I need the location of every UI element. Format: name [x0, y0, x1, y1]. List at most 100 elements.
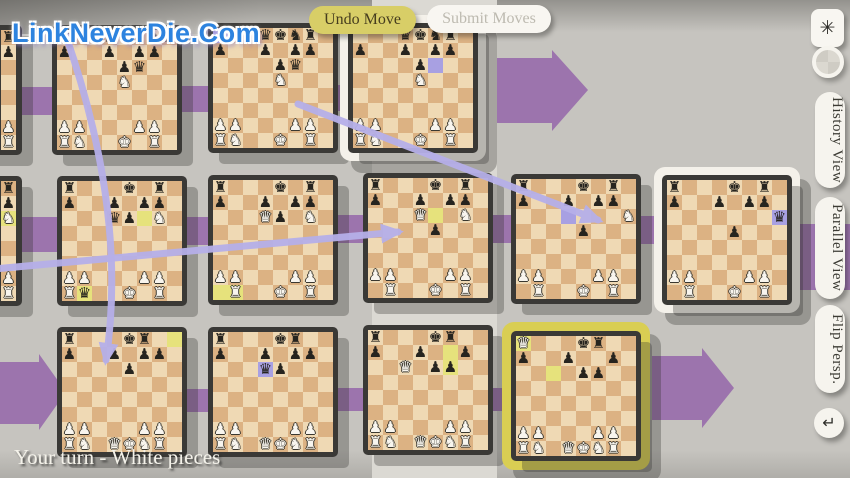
square-h4-r1-b3[interactable] [458, 88, 473, 103]
square-g7-r2-b1[interactable] [152, 196, 167, 211]
square-h5-r2-b3[interactable] [473, 223, 488, 238]
square-d5-r3-b4[interactable] [561, 381, 576, 396]
square-c5-r2-b4[interactable] [546, 224, 561, 239]
square-h6-r2-b5[interactable] [772, 210, 787, 225]
white-piece-R-a1-r1-b1[interactable]: ♜ [57, 133, 72, 151]
square-h7-r3-b1[interactable] [167, 347, 182, 362]
square-d4-r3-b1[interactable] [107, 392, 122, 407]
square-b4-r2-b4[interactable] [531, 239, 546, 254]
square-h7-r3-b2[interactable] [318, 347, 333, 362]
square-f1-r3-b2[interactable] [288, 437, 303, 452]
black-piece-P-d7-r3-b4[interactable]: ♟ [561, 349, 576, 367]
square-c8-r3-b4[interactable] [546, 336, 561, 351]
asterisk-menu-button[interactable]: ✳ [811, 9, 844, 47]
square-b6-r1-b3[interactable] [368, 58, 383, 73]
square-f3-r3-b1[interactable] [137, 407, 152, 422]
square-g3-r1-b1[interactable] [147, 105, 162, 120]
black-piece-R-f8-r3-b4[interactable]: ♜ [591, 334, 606, 352]
square-c8-r3-b2[interactable] [243, 332, 258, 347]
square-g5-r2-b2[interactable] [303, 225, 318, 240]
square-g7-r3-b4[interactable] [606, 351, 621, 366]
white-piece-N-b1-r1-b2[interactable]: ♞ [228, 131, 243, 149]
square-e3-r2-b3[interactable] [428, 253, 443, 268]
square-b1-r2-b4[interactable] [531, 284, 546, 299]
square-e5-r3-b4[interactable] [576, 381, 591, 396]
black-piece-P-a7-r3-b3[interactable]: ♟ [368, 343, 383, 361]
square-d6-r1-b3[interactable] [398, 58, 413, 73]
square-a2-r3-b3[interactable] [368, 420, 383, 435]
black-piece-R-r2-edge[interactable]: ♜ [1, 179, 16, 197]
square-e8-r3-b4[interactable] [576, 336, 591, 351]
square-c7-r2-b2[interactable] [243, 195, 258, 210]
square-e4-r2-b3[interactable] [428, 238, 443, 253]
square-b1-r3-b3[interactable] [383, 435, 398, 450]
square-d4-r2-b1[interactable] [107, 241, 122, 256]
square-e3-r2-b2[interactable] [273, 255, 288, 270]
square-h2-r3-b3[interactable] [473, 420, 488, 435]
square-b6-r1-b1[interactable] [72, 60, 87, 75]
square-e6-r1-b3[interactable] [413, 58, 428, 73]
square-h1-r2-b3[interactable] [473, 283, 488, 298]
square-h7-r3-b3[interactable] [473, 345, 488, 360]
square-c7-r2-b3[interactable] [398, 193, 413, 208]
square-g6-r3-b2[interactable] [303, 362, 318, 377]
black-piece-P-a7-r1-b2[interactable]: ♟ [213, 41, 228, 59]
square-a6-r2-b4[interactable] [516, 209, 531, 224]
white-piece-P-b2-r3-b3[interactable]: ♟ [383, 418, 398, 436]
square-g6-r3-b1[interactable] [152, 362, 167, 377]
square-g4-r2-b1[interactable] [152, 241, 167, 256]
square-c5-r1-b2[interactable] [243, 73, 258, 88]
square-f5-r2-b5[interactable] [742, 225, 757, 240]
square-a3-r3-b4[interactable] [516, 411, 531, 426]
square-b4-r3-b1[interactable] [77, 392, 92, 407]
square-a6-r3-b2[interactable] [213, 362, 228, 377]
square-a6-r1-b1[interactable] [57, 60, 72, 75]
square-b3-r3-b2[interactable] [228, 407, 243, 422]
square-c6-r2-b5[interactable] [697, 210, 712, 225]
square-a8-r1-b2[interactable] [213, 28, 228, 43]
square-f4-r2-b1[interactable] [137, 241, 152, 256]
square-a3-r3-b2[interactable] [213, 407, 228, 422]
black-piece-P-g7-r3-b3[interactable]: ♟ [458, 343, 473, 361]
white-piece-N-b1-r3-b2[interactable]: ♞ [228, 435, 243, 453]
square-c1-r2-b1[interactable] [92, 286, 107, 301]
square-b5-r2-b4[interactable] [531, 224, 546, 239]
square-g4-r3-b3[interactable] [458, 390, 473, 405]
square-h8-r2-b4[interactable] [621, 179, 636, 194]
square-d5-r3-b2[interactable] [258, 377, 273, 392]
square-f7-r1-b2[interactable] [288, 43, 303, 58]
square-b8-r2-b2[interactable] [228, 180, 243, 195]
square-g1-r2-b5[interactable] [757, 285, 772, 300]
square-g3-r2-b4[interactable] [606, 254, 621, 269]
white-piece-R-g1-r2-b5[interactable]: ♜ [757, 283, 772, 301]
square-f6-r1-b2[interactable] [288, 58, 303, 73]
square-h5-r3-b3[interactable] [473, 375, 488, 390]
white-piece-K-e1-r3-b3[interactable]: ♚ [428, 433, 443, 451]
square-c5-r2-b2[interactable] [243, 225, 258, 240]
black-piece-P-g7-r3-b1[interactable]: ♟ [152, 345, 167, 363]
square-e7-r2-b2[interactable] [273, 195, 288, 210]
square-d7-r3-b4[interactable] [561, 351, 576, 366]
edge-square-r2-edge[interactable] [1, 181, 16, 196]
square-f5-r1-b3[interactable] [428, 73, 443, 88]
square-h6-r2-b4[interactable] [621, 209, 636, 224]
square-h2-r2-b2[interactable] [318, 270, 333, 285]
black-piece-P-e6-r3-b1[interactable]: ♟ [122, 360, 137, 378]
white-piece-R-a1-r1-b3[interactable]: ♜ [353, 131, 368, 149]
square-g5-r3-b4[interactable] [606, 381, 621, 396]
black-piece-P-g7-r1-b3[interactable]: ♟ [443, 41, 458, 59]
square-h7-r1-b3[interactable] [458, 43, 473, 58]
square-f2-r1-b1[interactable] [132, 120, 147, 135]
square-e1-r3-b2[interactable] [273, 437, 288, 452]
square-c3-r1-b2[interactable] [243, 103, 258, 118]
square-a5-r1-b3[interactable] [353, 73, 368, 88]
square-c6-r3-b2[interactable] [243, 362, 258, 377]
square-a8-r3-b4[interactable] [516, 336, 531, 351]
square-h7-r2-b3[interactable] [473, 193, 488, 208]
square-g7-r2-b4[interactable] [606, 194, 621, 209]
black-piece-P-a7-r2-b2[interactable]: ♟ [213, 193, 228, 211]
square-g1-r3-b2[interactable] [303, 437, 318, 452]
square-a7-r1-b3[interactable] [353, 43, 368, 58]
square-d2-r1-b2[interactable] [258, 118, 273, 133]
square-c4-r2-b3[interactable] [398, 238, 413, 253]
